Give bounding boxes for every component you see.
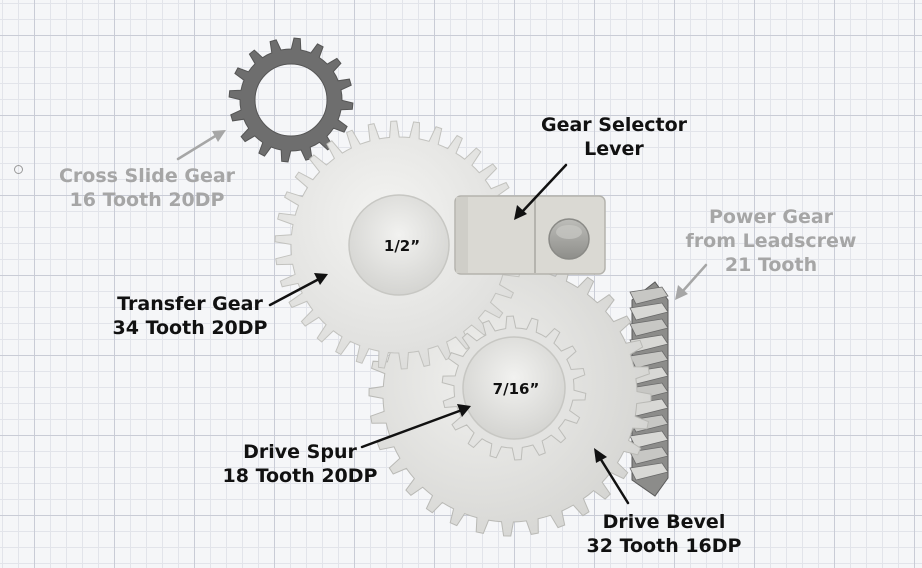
- drive-bevel-label: Drive Bevel 32 Tooth 16DP: [587, 510, 742, 558]
- transfer-gear-label: Transfer Gear 34 Tooth 20DP: [113, 292, 268, 340]
- power-gear-label: Power Gear from Leadscrew 21 Tooth: [686, 205, 857, 277]
- power-gear-spec: 21 Tooth: [724, 254, 818, 276]
- drive-spur-bore-label: 7/16”: [492, 380, 540, 398]
- gear-selector-name: Gear Selector: [540, 114, 688, 136]
- transfer-bore-label: 1/2”: [383, 237, 421, 255]
- drive-bevel-name: Drive Bevel: [602, 511, 726, 533]
- transfer-gear-spec: 34 Tooth 20DP: [112, 317, 268, 339]
- arrow-power-gear: [680, 263, 708, 294]
- callout-arrows: [176, 130, 708, 505]
- arrow-gear-selector: [520, 163, 568, 214]
- transfer-gear-name: Transfer Gear: [117, 293, 263, 315]
- gear-selector-lever: [454, 195, 606, 275]
- drive-spur-name: Drive Spur: [243, 441, 357, 463]
- transfer-gear-bore: [348, 194, 450, 296]
- origin-marker: [14, 165, 23, 174]
- arrow-drive-spur: [360, 408, 464, 449]
- arrow-power-gear-head: [675, 285, 688, 300]
- drive-bevel-spec: 32 Tooth 16DP: [586, 535, 742, 557]
- gear-selector-label: Gear Selector Lever: [541, 113, 687, 161]
- cross-slide-gear-spec: 16 Tooth 20DP: [69, 189, 225, 211]
- drive-spur-label: Drive Spur 18 Tooth 20DP: [223, 440, 378, 488]
- cross-slide-gear-label: Cross Slide Gear 16 Tooth 20DP: [59, 164, 235, 212]
- arrow-cross-slide-head: [212, 130, 226, 142]
- gear-selector-name-line2: Lever: [584, 138, 644, 160]
- arrow-drive-spur-head: [457, 404, 471, 417]
- arrow-transfer-gear-head: [314, 273, 328, 285]
- cross-slide-gear-name: Cross Slide Gear: [58, 165, 236, 187]
- drive-spur-bore: [462, 336, 566, 440]
- arrow-transfer-gear: [268, 277, 321, 307]
- arrow-drive-bevel-head: [594, 448, 607, 463]
- power-gear-bevel: [629, 281, 669, 497]
- cross-slide-gear: [228, 37, 354, 163]
- arrow-drive-bevel: [598, 456, 630, 505]
- power-gear-source: from Leadscrew: [685, 230, 857, 252]
- power-gear-name: Power Gear: [708, 206, 834, 228]
- arrow-gear-selector-head: [514, 205, 527, 220]
- arrow-cross-slide: [176, 133, 219, 161]
- drive-spur-spec: 18 Tooth 20DP: [222, 465, 378, 487]
